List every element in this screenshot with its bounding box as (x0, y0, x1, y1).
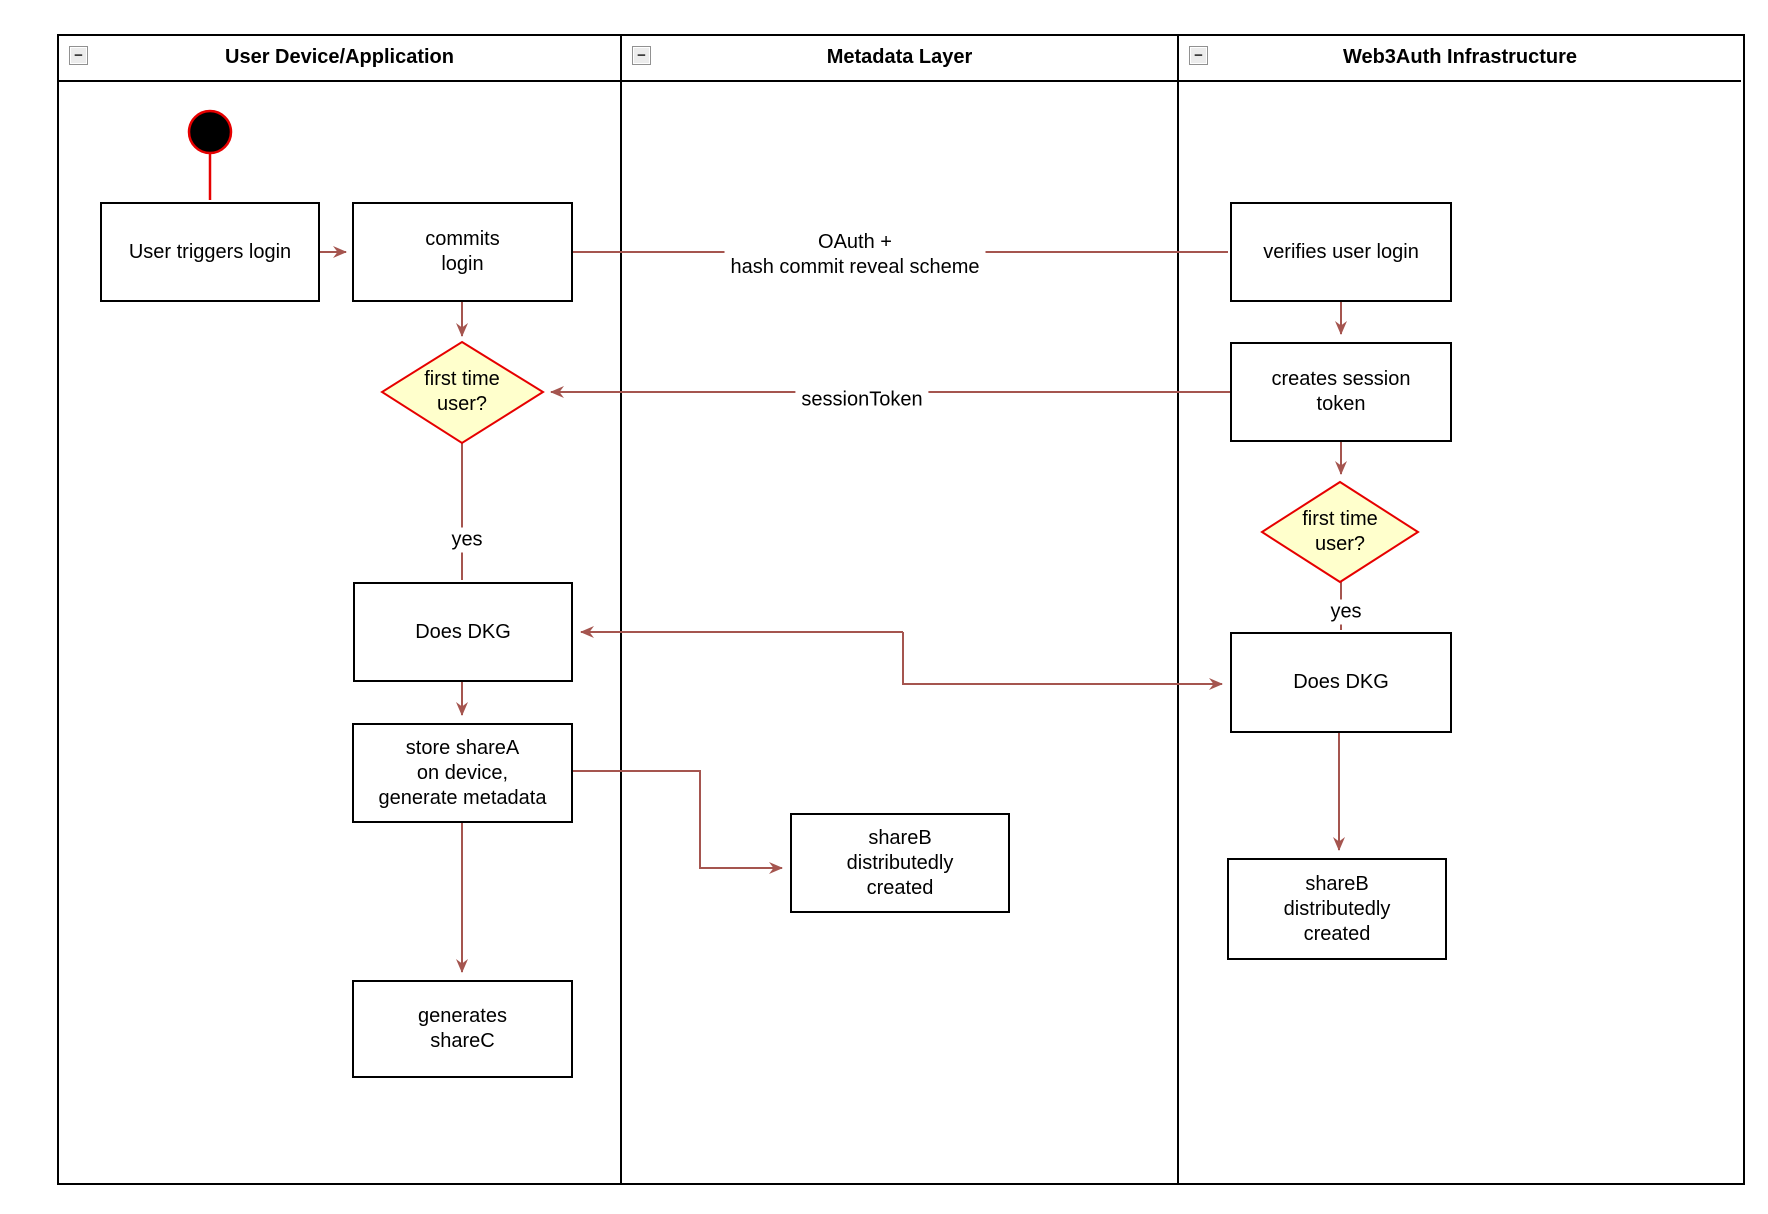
decision-label-device: first time user? (424, 368, 500, 415)
collapse-lane-button[interactable]: − (1189, 46, 1208, 65)
node-shareb-metadata: shareB distributedly created (790, 813, 1010, 913)
node-verifies-user-login: verifies user login (1230, 202, 1452, 302)
node-does-dkg-infra: Does DKG (1230, 632, 1452, 733)
lane-header-user-device: − User Device/Application (59, 34, 620, 82)
edge-label-session-token: sessionToken (795, 387, 929, 413)
lane-header-web3auth-infra: − Web3Auth Infrastructure (1179, 34, 1741, 82)
lane-divider-2 (1177, 34, 1179, 1185)
node-store-sharea: store shareA on device, generate metadat… (352, 723, 573, 823)
lane-title: User Device/Application (225, 45, 454, 68)
lane-title: Metadata Layer (826, 45, 973, 68)
minus-icon: − (74, 47, 83, 64)
collapse-lane-button[interactable]: − (632, 46, 651, 65)
edge-label-yes-infra: yes (1324, 599, 1368, 625)
lane-header-metadata-layer: − Metadata Layer (622, 34, 1177, 82)
edge-label-yes-device: yes (445, 527, 489, 553)
minus-icon: − (1194, 47, 1203, 64)
swimlane-pool (57, 34, 1745, 1185)
node-user-triggers-login: User triggers login (100, 202, 320, 302)
node-shareb-infra: shareB distributedly created (1227, 858, 1447, 960)
minus-icon: − (637, 47, 646, 64)
node-commits-login: commits login (352, 202, 573, 302)
edge-label-oauth: OAuth + hash commit reveal scheme (724, 230, 986, 280)
node-creates-session-token: creates session token (1230, 342, 1452, 442)
node-generates-sharec: generates shareC (352, 980, 573, 1078)
collapse-lane-button[interactable]: − (69, 46, 88, 65)
decision-label-infra: first time user? (1302, 508, 1378, 555)
lane-divider-1 (620, 34, 622, 1185)
node-does-dkg-device: Does DKG (353, 582, 573, 682)
lane-title: Web3Auth Infrastructure (1342, 45, 1578, 68)
